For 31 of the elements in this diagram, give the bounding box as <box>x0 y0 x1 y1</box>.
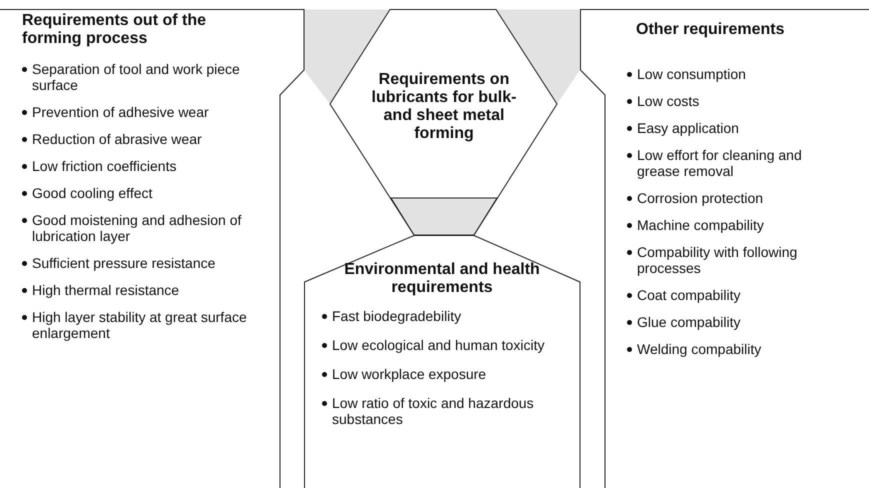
requirement-item: Prevention of adhesive wear <box>32 104 209 120</box>
requirement-item: Low costs <box>637 93 700 109</box>
requirement-item: Machine compability <box>637 217 764 233</box>
requirement-panel <box>304 235 581 488</box>
requirement-item: Low consumption <box>637 66 746 82</box>
panel-heading: Requirements on lubricants for bulk- and sheet metal forming <box>370 71 518 143</box>
requirement-item: Separation of tool and work piece surface <box>32 61 241 93</box>
panel-heading: Requirements out of the forming process <box>22 12 208 48</box>
requirement-item: Welding compability <box>637 341 762 357</box>
requirement-item: Good cooling effect <box>32 185 152 201</box>
requirement-item: Good moistening and adhesion of lubrication layer <box>32 212 242 244</box>
requirement-item: High thermal resistance <box>32 282 180 298</box>
requirement-item: Coat compability <box>637 287 740 303</box>
requirement-item: Sufficient pressure resistance <box>32 255 216 271</box>
requirement-item: Low friction coefficients <box>32 158 176 174</box>
requirement-panel <box>580 9 869 488</box>
requirement-item: Low effort for cleaning and grease removal <box>637 147 803 179</box>
requirement-item: Low ecological and human toxicity <box>332 337 544 353</box>
requirement-item: Reduction of abrasive wear <box>32 131 202 147</box>
requirement-item: Low workplace exposure <box>332 366 486 382</box>
panel-heading: Other requirements <box>636 21 786 39</box>
requirement-item: Compability with following processes <box>637 244 798 276</box>
requirement-item: Fast biodegradebility <box>332 308 462 324</box>
requirement-item: High layer stability at great surface enlargement <box>32 309 248 341</box>
requirement-item: Corrosion protection <box>637 190 764 206</box>
requirement-item: Low ratio of toxic and hazardous substances <box>332 395 535 427</box>
requirement-item: Easy application <box>637 120 739 136</box>
panel-heading: Environmental and health requirements <box>343 261 541 297</box>
requirement-panel <box>0 9 305 488</box>
requirement-panel <box>330 9 558 236</box>
requirement-item: Glue compability <box>637 314 740 330</box>
